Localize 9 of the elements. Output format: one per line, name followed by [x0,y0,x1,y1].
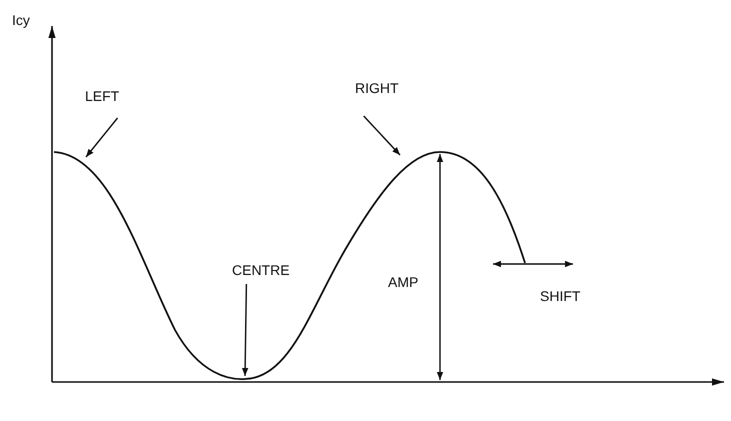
dimension-label: AMP [388,274,418,290]
leader-line [242,284,248,376]
axis-label: Icy [12,12,30,28]
direction-label: SHIFT [540,288,580,304]
leader-line [85,118,118,158]
callout-label: CENTRE [232,262,290,278]
callout-label: RIGHT [355,80,399,96]
callout-label: LEFT [85,88,120,104]
leader-line [363,116,401,156]
